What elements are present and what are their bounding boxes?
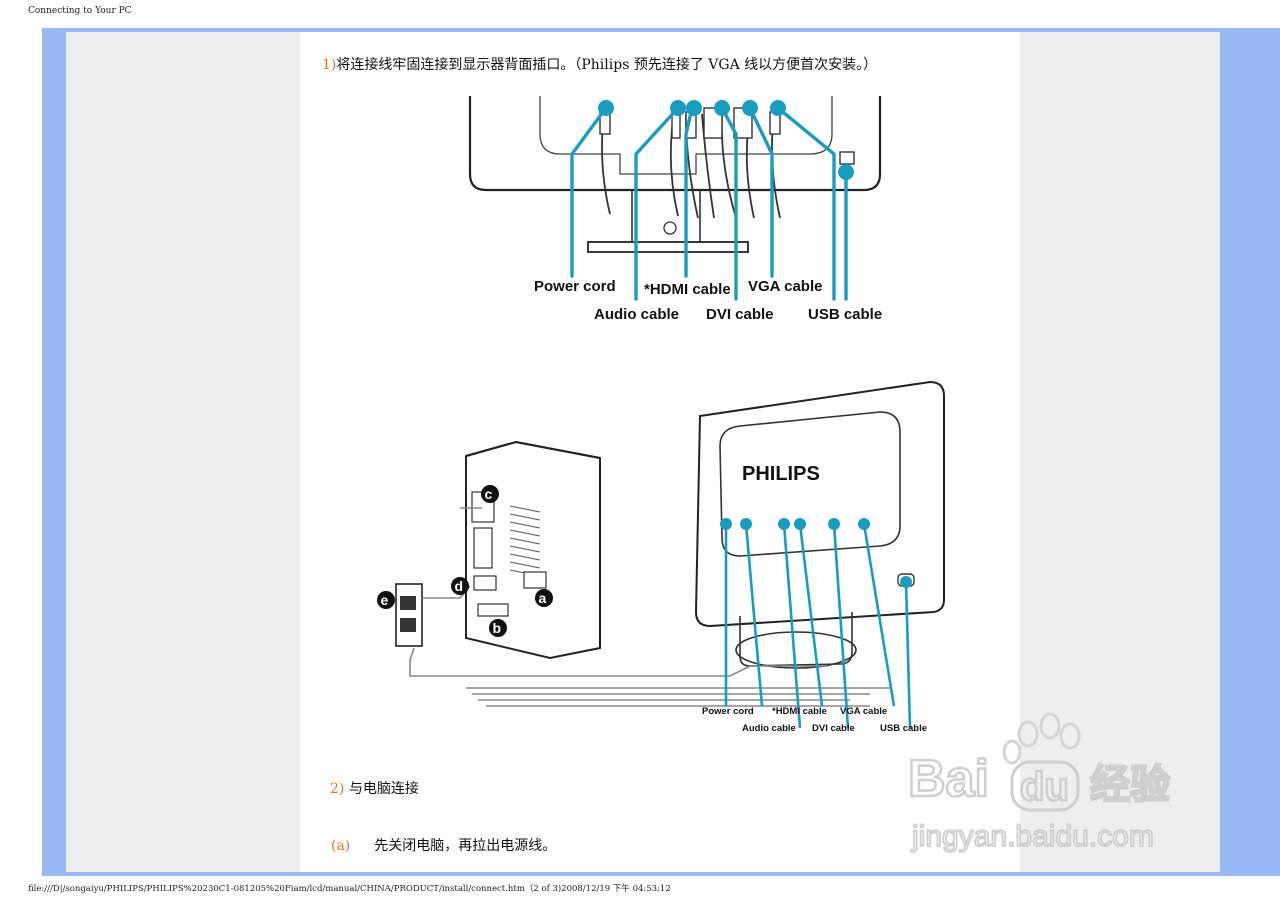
monitor-rear-housing	[719, 411, 901, 557]
label-hdmi-cable: *HDMI cable	[644, 281, 731, 298]
label-power-cord: Power cord	[534, 278, 616, 295]
svg-text:a: a	[539, 590, 547, 606]
marker-d: d	[451, 577, 469, 595]
wall-outlet	[395, 583, 423, 647]
pc-tower-side	[465, 440, 601, 459]
step-2-number: 2)	[330, 781, 345, 797]
monitor-back-diagram: Power cord *HDMI cable VGA cable Audio c…	[468, 96, 882, 323]
pc-ports	[471, 491, 547, 617]
stand-knob-icon	[663, 221, 677, 235]
leader-lines	[570, 106, 848, 301]
leader-dots	[598, 100, 854, 180]
pc-connection-diagram: PHILIPS	[377, 380, 945, 734]
print-footer-path: file:///D|/songaiyu/PHILIPS/PHILIPS%2023…	[28, 884, 671, 894]
monitor-ports	[599, 107, 855, 165]
label2-power-cord: Power cord	[702, 706, 754, 717]
monitor-base	[587, 241, 749, 253]
svg-text:e: e	[381, 592, 389, 608]
step-2-heading: 2) 与电脑连接	[330, 778, 419, 798]
monitor-inner-outline	[539, 96, 833, 175]
label-dvi-cable: DVI cable	[706, 306, 774, 323]
monitor-back-outline	[468, 96, 882, 192]
step-a-text: 先关闭电脑，再拉出电源线。	[374, 838, 557, 854]
leader-lines-2	[724, 523, 912, 729]
monitor-stand	[631, 190, 701, 245]
leader-dots-2	[720, 518, 912, 588]
label-audio-cable: Audio cable	[594, 306, 679, 323]
brand-philips: PHILIPS	[742, 463, 820, 485]
step-1-number: 1)	[322, 57, 337, 73]
marker-c: c	[481, 485, 499, 503]
marker-e: e	[377, 591, 395, 609]
marker-a: a	[535, 589, 553, 607]
label2-hdmi-cable: *HDMI cable	[772, 706, 827, 717]
svg-text:d: d	[455, 578, 464, 594]
label2-audio-cable: Audio cable	[742, 723, 796, 734]
step-a-instruction: (a) 先关闭电脑，再拉出电源线。	[331, 835, 556, 855]
marker-b: b	[489, 619, 507, 637]
label2-vga-cable: VGA cable	[840, 706, 887, 717]
label2-usb-cable: USB cable	[880, 723, 927, 734]
cable-bundle	[409, 507, 890, 707]
step-a-number: (a)	[331, 838, 351, 854]
step-2-text: 与电脑连接	[348, 781, 419, 797]
step-1-instruction: 1)将连接线牢固连接到显示器背面插口。（Philips 预先连接了 VGA 线以…	[322, 54, 877, 74]
svg-text:c: c	[485, 486, 493, 502]
label2-dvi-cable: DVI cable	[812, 723, 855, 734]
label-usb-cable: USB cable	[808, 306, 882, 323]
svg-text:b: b	[493, 620, 502, 636]
print-header-title: Connecting to Your PC	[28, 6, 132, 16]
step-1-text: 将连接线牢固连接到显示器背面插口。（Philips 预先连接了 VGA 线以方便…	[336, 57, 878, 73]
label-vga-cable: VGA cable	[748, 278, 822, 295]
